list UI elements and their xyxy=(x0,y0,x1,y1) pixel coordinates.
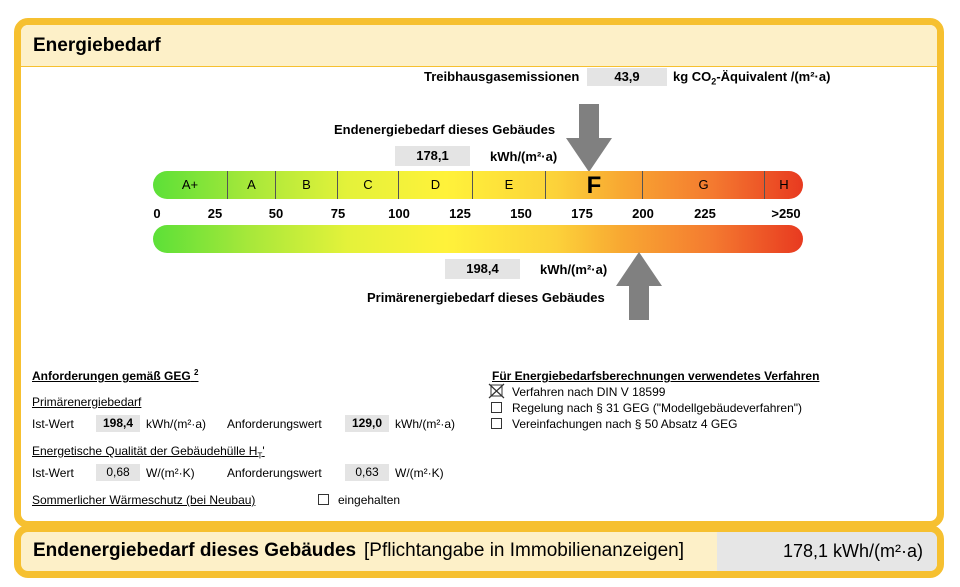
panel-header: Energiebedarf xyxy=(21,25,937,67)
class-e: E xyxy=(473,171,546,199)
env-ist-label: Ist-Wert xyxy=(32,466,74,480)
emissions-unit: kg CO2-Äquivalent /(m²·a) xyxy=(673,69,831,87)
primary-requirement-heading: Primärenergiebedarf xyxy=(32,395,142,409)
requirements-title: Anforderungen gemäß GEG 2 xyxy=(32,368,199,383)
tick-label: 200 xyxy=(632,206,654,221)
tick-label: 75 xyxy=(330,206,346,221)
tick-label: 0 xyxy=(153,206,161,221)
ist-unit: kWh/(m²·a) xyxy=(146,417,206,431)
anf-value: 129,0 xyxy=(345,415,389,432)
method-checkbox-2[interactable] xyxy=(491,402,502,413)
class-d: D xyxy=(399,171,473,199)
primary-energy-arrow-icon xyxy=(616,252,662,320)
footer-title: Endenergiebedarf dieses Gebäudes xyxy=(33,540,357,561)
panel-title: Energiebedarf xyxy=(33,35,161,56)
tick-label: 25 xyxy=(207,206,223,221)
energy-scale-bar: A+ A B C D E F G H xyxy=(153,171,803,199)
env-anf-label: Anforderungswert xyxy=(227,466,322,480)
footer-value: 178,1 kWh/(m²·a) xyxy=(717,532,937,571)
energy-demand-panel: Energiebedarf xyxy=(14,18,944,528)
class-g: G xyxy=(643,171,765,199)
ist-label: Ist-Wert xyxy=(32,417,74,431)
tick-label: >250 xyxy=(771,206,801,221)
envelope-heading: Energetische Qualität der Gebäudehülle H… xyxy=(32,444,265,461)
primary-energy-value: 198,4 xyxy=(445,259,520,279)
end-energy-value: 178,1 xyxy=(395,146,470,166)
env-ist-value: 0,68 xyxy=(96,464,140,481)
class-a: A xyxy=(228,171,276,199)
env-anf-unit: W/(m²·K) xyxy=(395,466,444,480)
footer-subtitle: [Pflichtangabe in Immobilienanzeigen] xyxy=(364,540,685,561)
method-option-2: Regelung nach § 31 GEG ("Modellgebäudeve… xyxy=(512,401,803,415)
primary-energy-unit: kWh/(m²·a) xyxy=(540,262,608,277)
end-energy-arrow-icon xyxy=(566,104,612,172)
tick-label: 125 xyxy=(449,206,471,221)
summer-heading: Sommerlicher Wärmeschutz (bei Neubau) xyxy=(32,493,256,507)
method-option-3: Vereinfachungen nach § 50 Absatz 4 GEG xyxy=(512,417,738,431)
primary-energy-label: Primärenergiebedarf dieses Gebäudes xyxy=(367,290,605,305)
class-b: B xyxy=(276,171,338,199)
tick-label: 100 xyxy=(388,206,410,221)
method-option-1: Verfahren nach DIN V 18599 xyxy=(512,385,666,399)
class-a-plus: A+ xyxy=(153,171,228,199)
summer-option-label: eingehalten xyxy=(338,493,401,507)
emissions-value: 43,9 xyxy=(587,68,667,86)
class-f-active: F xyxy=(546,171,643,199)
ist-value: 198,4 xyxy=(96,415,140,432)
env-anf-value: 0,63 xyxy=(345,464,389,481)
summer-checkbox[interactable] xyxy=(318,494,329,505)
end-energy-label: Endenergiebedarf dieses Gebäudes xyxy=(334,122,556,137)
tick-label: 150 xyxy=(510,206,532,221)
advertisement-panel: Endenergiebedarf dieses Gebäudes [Pflich… xyxy=(14,525,944,578)
primary-energy-scale-bar xyxy=(153,225,803,253)
tick-label: 50 xyxy=(268,206,284,221)
anf-label: Anforderungswert xyxy=(227,417,322,431)
class-c: C xyxy=(338,171,399,199)
method-checkbox-3[interactable] xyxy=(491,418,502,429)
anf-unit: kWh/(m²·a) xyxy=(395,417,455,431)
class-h: H xyxy=(779,177,789,192)
env-ist-unit: W/(m²·K) xyxy=(146,466,195,480)
methods-title: Für Energiebedarfsberechnungen verwendet… xyxy=(492,369,820,383)
end-energy-unit: kWh/(m²·a) xyxy=(490,149,558,164)
tick-label: 225 xyxy=(694,206,716,221)
method-checkbox-checked[interactable] xyxy=(488,383,506,399)
tick-label: 175 xyxy=(571,206,593,221)
emissions-label: Treibhausgasemissionen xyxy=(424,69,580,84)
